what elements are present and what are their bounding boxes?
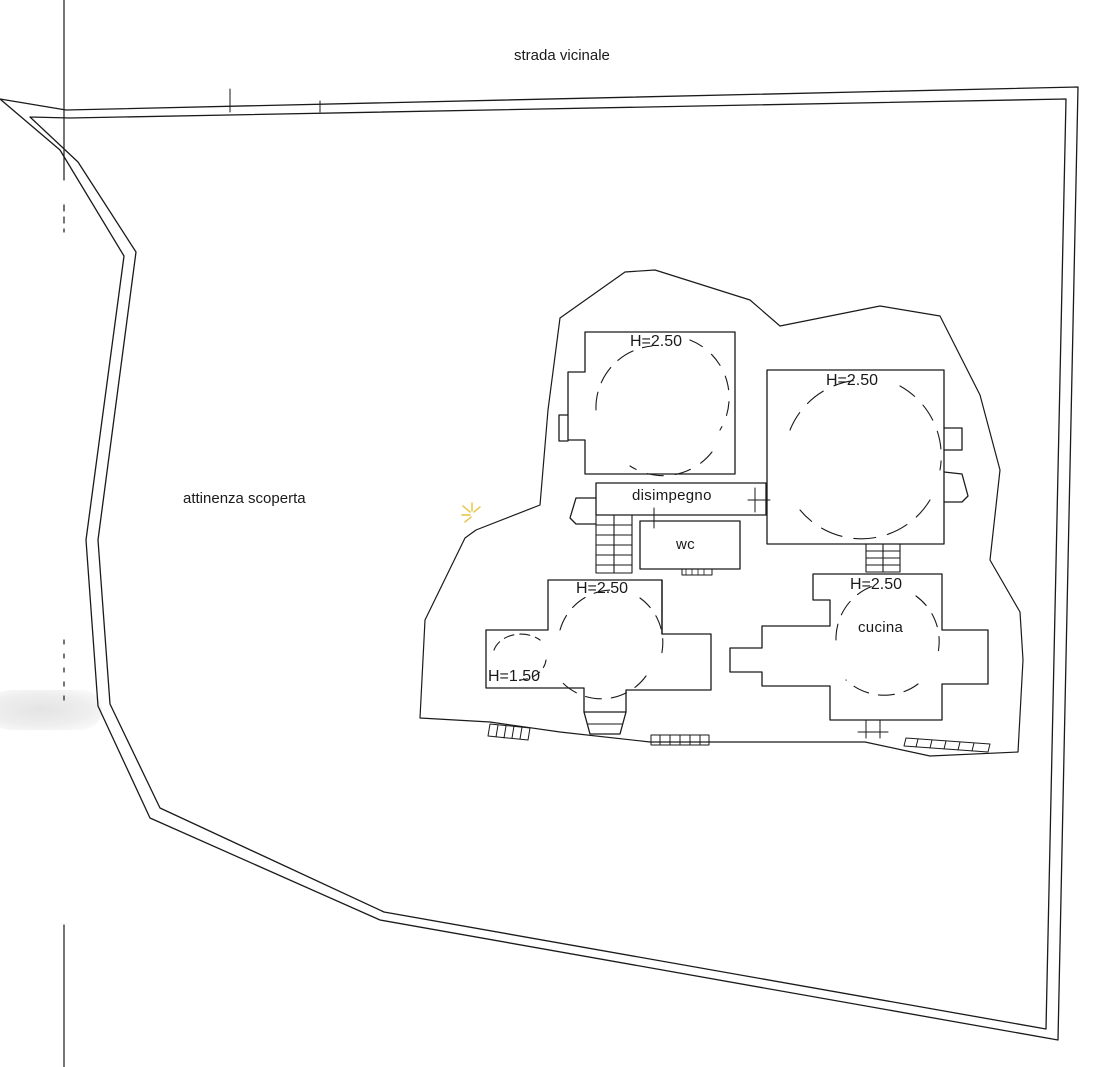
- spark-mark: [461, 502, 481, 523]
- scan-smudge: [0, 690, 102, 730]
- stair-left: [595, 514, 633, 574]
- room-bottom-left: [485, 579, 712, 735]
- parcel-boundary: [0, 86, 1079, 1041]
- height-label-top-right: H=2.50: [826, 372, 879, 389]
- room-top-right: [766, 369, 969, 545]
- height-label-lower: H=1.50: [488, 668, 541, 685]
- height-label-top-left: H=2.50: [630, 333, 683, 350]
- room-label-disimpegno: disimpegno: [632, 487, 712, 504]
- external-grilles: [487, 723, 991, 753]
- room-disimpegno: [569, 482, 771, 525]
- yard-label: attinenza scoperta: [183, 490, 306, 507]
- road-label: strada vicinale: [514, 47, 610, 64]
- stair-right: [865, 543, 901, 573]
- room-label-wc: wc: [676, 536, 695, 553]
- height-label-bottom-right: H=2.50: [850, 576, 903, 593]
- room-wc: [639, 507, 741, 576]
- height-label-bottom-left: H=2.50: [576, 580, 629, 597]
- room-cucina: [729, 573, 989, 739]
- room-label-cucina: cucina: [858, 619, 904, 636]
- room-top-left: [558, 331, 736, 477]
- building-footprint: [419, 269, 1024, 757]
